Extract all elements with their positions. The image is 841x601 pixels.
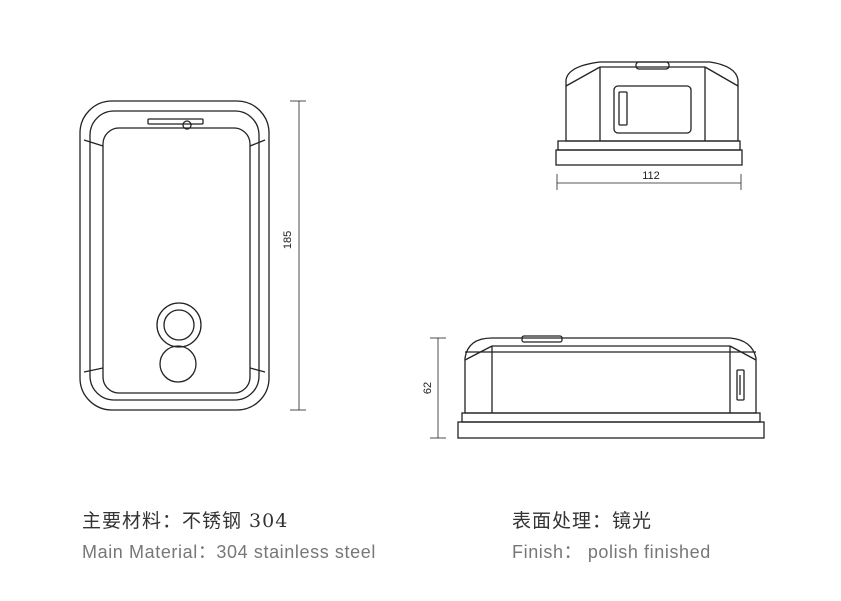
height-dimension-label: 185 xyxy=(282,231,294,249)
top-view-latch xyxy=(635,61,670,70)
front-view-face-panel xyxy=(102,127,251,394)
finish-english: Finish： polish finished xyxy=(512,542,711,562)
depth-dimension-label: 62 xyxy=(422,382,434,394)
top-view-body xyxy=(565,61,739,142)
push-button-outer-ring xyxy=(156,302,202,348)
front-view-inner-rim xyxy=(89,110,260,401)
depth-dimension xyxy=(430,337,446,439)
material-chinese: 主要材料：不锈钢 304 xyxy=(82,510,289,532)
side-view-latch xyxy=(521,335,563,343)
side-view-base xyxy=(461,412,761,423)
top-view-window xyxy=(613,85,692,134)
material-english: Main Material：304 stainless steel xyxy=(82,542,376,562)
push-button xyxy=(163,309,195,341)
dispensing-outlet xyxy=(159,345,197,383)
side-view-body xyxy=(464,337,757,414)
side-view xyxy=(457,335,765,439)
finish-chinese: 表面处理：镜光 xyxy=(512,510,653,532)
front-view-lock-icon xyxy=(182,120,192,130)
width-dimension xyxy=(556,174,742,190)
front-view xyxy=(79,100,270,411)
top-view xyxy=(555,61,743,166)
top-view-base xyxy=(557,140,741,151)
front-view-top-slot xyxy=(147,118,204,125)
height-dimension xyxy=(290,100,306,411)
width-dimension-label: 112 xyxy=(642,170,660,182)
front-view-outer-body xyxy=(79,100,270,411)
